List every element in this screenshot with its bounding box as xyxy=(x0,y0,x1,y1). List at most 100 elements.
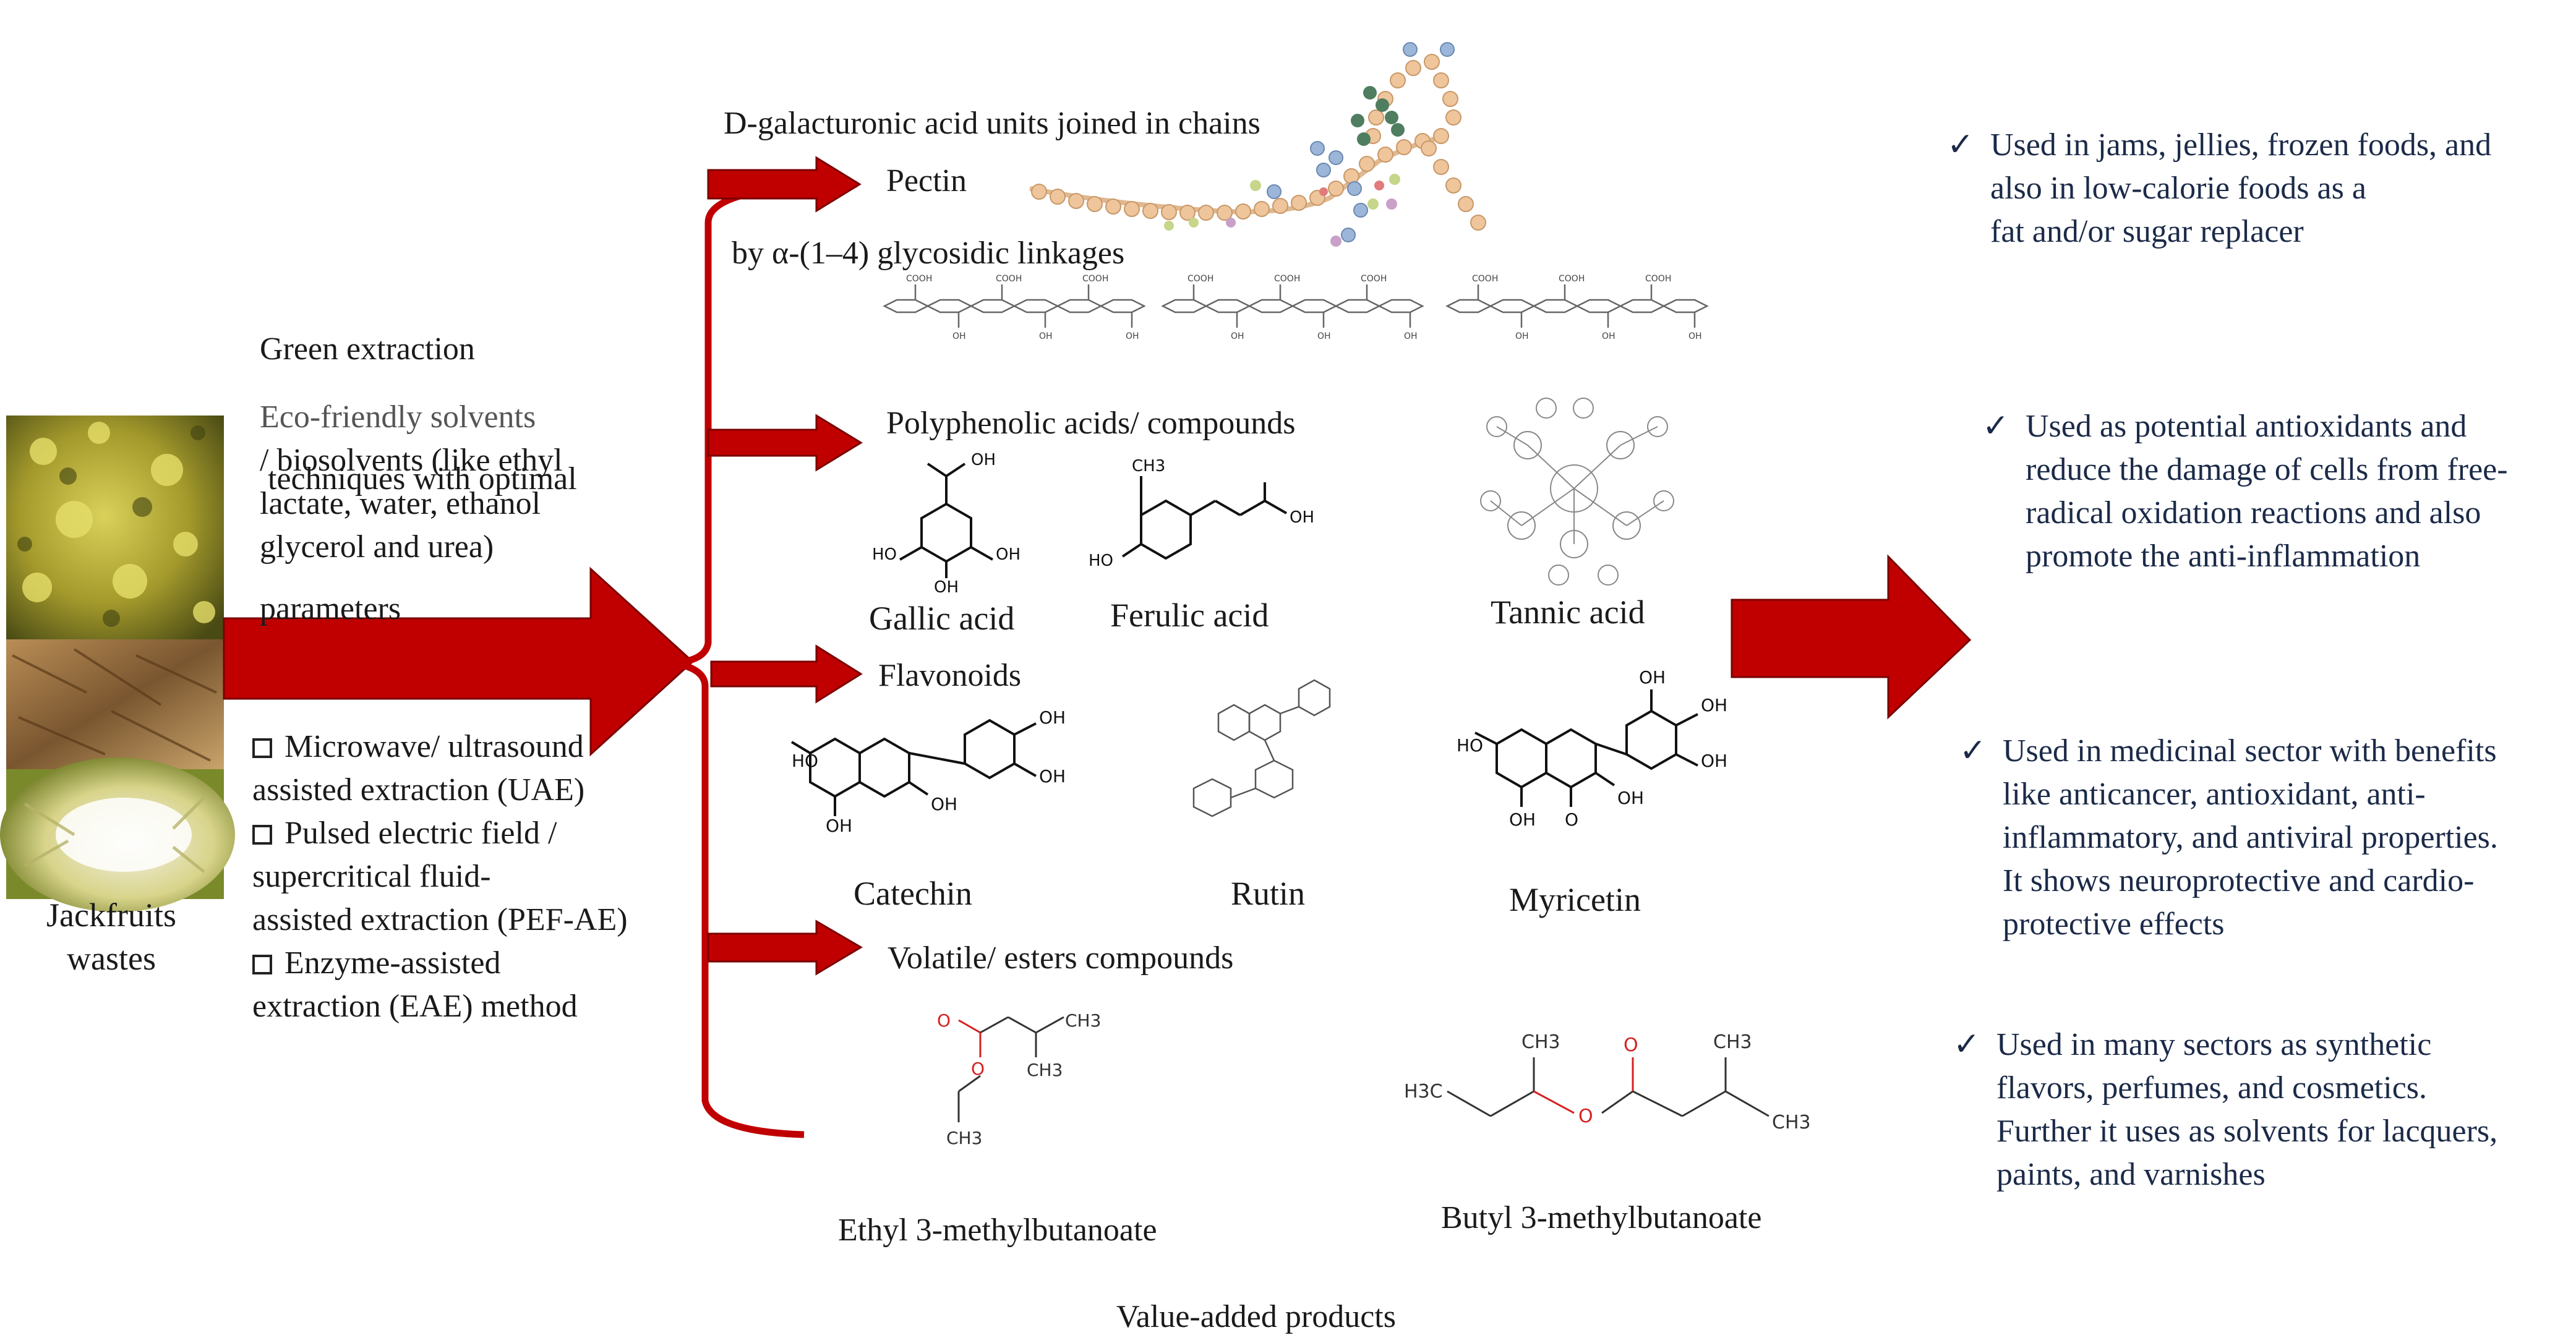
checkmark-icon: ✓ xyxy=(1947,127,1974,163)
catechin-atom-label: OH xyxy=(826,816,852,836)
use-line: radical oxidation reactions and also xyxy=(2026,495,2481,531)
branch-arrow-volatiles xyxy=(707,919,863,976)
compound-name-butyl-3-methylbutanoate: Butyl 3-methylbutanoate xyxy=(1441,1200,1762,1235)
pectin-group-label: COOH xyxy=(1187,274,1213,284)
use-line: Further it uses as solvents for lacquers… xyxy=(1996,1114,2498,1149)
use-item-flavonoids: ✓Used in medicinal sector with benefits … xyxy=(1959,730,2498,946)
volatiles-heading: Volatile/ esters compounds xyxy=(888,940,1234,976)
pectin-label: Pectin xyxy=(886,163,967,198)
checkmark-icon: ✓ xyxy=(1959,733,1987,769)
ethyl-ester-atom-label: CH3 xyxy=(946,1128,982,1148)
myricetin-atom-label: OH xyxy=(1639,667,1666,688)
ethyl-ester-atom-label: CH3 xyxy=(1027,1060,1063,1080)
branch-arrow-flavonoids xyxy=(710,644,863,704)
myricetin-atom-label: OH xyxy=(1509,809,1536,830)
pectin-group-label: OH xyxy=(1515,331,1529,341)
myricetin-atom-label: HO xyxy=(1457,735,1483,756)
method-item: Pulsed electric field / supercritical fl… xyxy=(252,812,628,942)
pectin-group-label: OH xyxy=(1317,331,1331,341)
butyl-ester-atom-label: CH3 xyxy=(1713,1031,1752,1053)
method-item: Microwave/ ultrasound assisted extractio… xyxy=(252,725,628,812)
butyl-ester-atom-label: CH3 xyxy=(1521,1031,1560,1053)
myricetin-atom-label: OH xyxy=(1701,695,1727,715)
use-line: also in low-calorie foods as a xyxy=(1990,171,2366,206)
use-line: fat and/or sugar replacer xyxy=(1990,214,2304,249)
use-line: promote the anti-inflammation xyxy=(2026,539,2421,574)
gallic-acid-structure xyxy=(899,463,993,578)
method-line: Microwave/ ultrasound xyxy=(285,729,584,764)
pectin-group-label: OH xyxy=(1602,331,1615,341)
use-line: flavors, perfumes, and cosmetics. xyxy=(1996,1070,2428,1106)
ferulic-acid-atom-label: HO xyxy=(1089,552,1113,570)
butyl-ester-atom-label: O xyxy=(1578,1106,1593,1127)
checkmark-icon: ✓ xyxy=(1953,1027,1980,1062)
output-arrow xyxy=(1731,554,1972,720)
solvents-line: lactate, water, ethanol xyxy=(260,486,541,521)
pectin-group-label: OH xyxy=(1126,331,1139,341)
butyl-ester-atom-label: H3C xyxy=(1404,1081,1443,1102)
branch-arrow-pectin xyxy=(707,156,862,213)
pectin-group-label: OH xyxy=(1231,331,1244,341)
pectin-group-label: COOH xyxy=(1082,274,1108,284)
use-item-pectin: ✓Used in jams, jellies, frozen foods, an… xyxy=(1947,124,2491,254)
pectin-group-label: COOH xyxy=(906,274,932,284)
gallic-acid-atom-label: OH xyxy=(971,451,996,469)
ethyl-ester-atom-label: O xyxy=(971,1059,985,1079)
gallic-acid-atom-label: OH xyxy=(996,545,1021,564)
butyl-ester-atom-label: CH3 xyxy=(1772,1112,1811,1133)
pectin-caption-line: by α-(1–4) glycosidic linkages xyxy=(724,236,1125,271)
pectin-caption-line: D-galacturonic acid units joined in chai… xyxy=(724,106,1260,141)
use-line: like anticancer, antioxidant, anti- xyxy=(2003,777,2426,812)
butyl-3-methylbutanoate-structure xyxy=(1447,1057,1769,1117)
catechin-atom-label: OH xyxy=(1039,707,1066,728)
compound-name-myricetin: Myricetin xyxy=(1509,881,1641,918)
footer-caption: Value-added products xyxy=(1116,1299,1396,1334)
pectin-group-label: COOH xyxy=(1472,274,1498,284)
compound-name-gallic-acid: Gallic acid xyxy=(869,600,1015,637)
catechin-atom-label: OH xyxy=(1039,766,1066,787)
ferulic-acid-structure xyxy=(1121,476,1287,560)
checkbox-icon xyxy=(252,738,272,758)
jackfruit-wastes-label: Jackfruits wastes xyxy=(43,893,179,980)
pectin-group-label: OH xyxy=(952,331,966,341)
checkbox-icon xyxy=(252,825,272,845)
use-item-volatiles: ✓Used in many sectors as synthetic flavo… xyxy=(1953,1023,2497,1196)
jackfruit-waste-photos xyxy=(0,416,235,912)
use-line: protective effects xyxy=(2003,906,2225,942)
ethyl-ester-atom-label: CH3 xyxy=(1065,1010,1101,1031)
compound-name-ferulic-acid: Ferulic acid xyxy=(1110,597,1269,634)
pectin-3d-model-illustration xyxy=(1029,42,1486,247)
eco-solvents-text: Eco-friendly solvents / biosolvents (lik… xyxy=(260,396,563,569)
extraction-heading-line: techniques with optimal xyxy=(260,461,577,497)
input-arrow xyxy=(223,566,695,757)
method-line: assisted extraction (UAE) xyxy=(252,772,585,808)
pectin-group-label: COOH xyxy=(1559,274,1585,284)
compound-name-tannic-acid: Tannic acid xyxy=(1491,594,1645,631)
use-line: reduce the damage of cells from free- xyxy=(2026,452,2508,487)
use-line: It shows neuroprotective and cardio- xyxy=(2003,863,2475,898)
catechin-atom-label: HO xyxy=(792,751,818,771)
solvents-line: Eco-friendly solvents xyxy=(260,399,536,435)
solvents-line: glycerol and urea) xyxy=(260,529,494,565)
use-line: paints, and varnishes xyxy=(1996,1157,2266,1192)
polyphenolic-heading: Polyphenolic acids/ compounds xyxy=(886,406,1296,441)
compound-name-rutin: Rutin xyxy=(1231,875,1306,912)
tannic-acid-structure xyxy=(1480,398,1674,586)
pectin-group-label: COOH xyxy=(996,274,1022,284)
method-item: Enzyme-assisted extraction (EAE) method xyxy=(252,942,628,1028)
gallic-acid-atom-label: HO xyxy=(872,545,897,564)
compound-name-catechin: Catechin xyxy=(854,875,972,912)
pectin-group-label: OH xyxy=(1039,331,1053,341)
pectin-group-label: COOH xyxy=(1645,274,1671,284)
use-line: Used as potential antioxidants and xyxy=(2026,409,2467,444)
green-extraction-heading: Green extraction techniques with optimal… xyxy=(260,241,577,674)
method-line: supercritical fluid- xyxy=(252,859,491,894)
extraction-heading-line: parameters xyxy=(260,591,401,626)
pectin-group-label: COOH xyxy=(1274,274,1300,284)
pectin-group-label: OH xyxy=(1404,331,1418,341)
checkmark-icon: ✓ xyxy=(1982,409,2009,444)
compound-name-ethyl-3-methylbutanoate: Ethyl 3-methylbutanoate xyxy=(838,1213,1157,1248)
ferulic-acid-atom-label: CH3 xyxy=(1132,457,1165,475)
ferulic-acid-atom-label: OH xyxy=(1290,508,1314,527)
